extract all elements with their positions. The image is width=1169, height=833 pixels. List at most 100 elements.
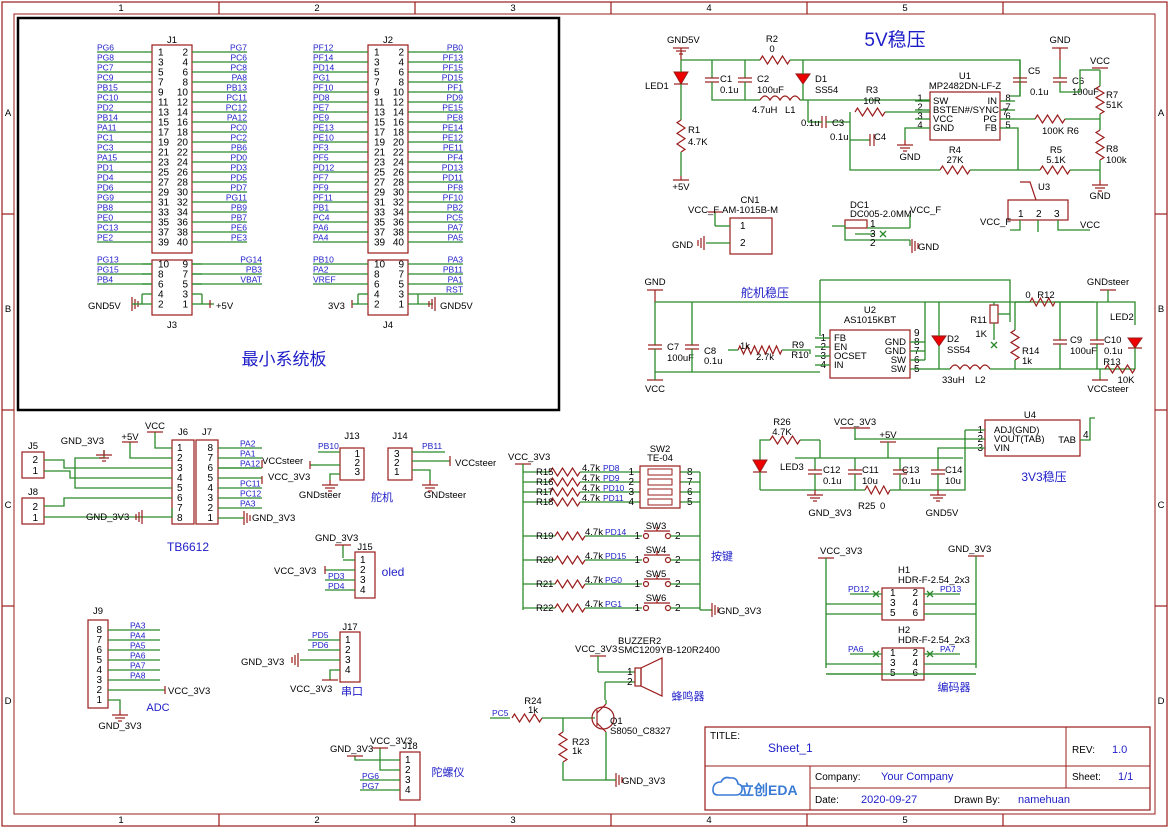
pin-number: 35: [374, 218, 386, 229]
resistor: [557, 731, 569, 763]
net-label: PA7: [940, 644, 956, 654]
net-label: PB3: [246, 265, 262, 275]
value: 100K R6: [1042, 126, 1079, 137]
pin-number: 15: [158, 118, 170, 129]
pin-number: 6: [207, 463, 213, 474]
header-body: [21, 451, 45, 479]
pin-number: 2: [628, 477, 634, 488]
wire: [1055, 301, 1136, 325]
wire: [879, 230, 887, 238]
dip-switch-slot: [647, 488, 673, 496]
resistor: [549, 476, 581, 488]
ground-label: GND: [1049, 35, 1070, 46]
header-body: [339, 447, 365, 481]
pin-number: 4: [182, 58, 188, 69]
pin-number: 8: [158, 270, 164, 281]
resistor: [1094, 85, 1106, 115]
pin-number: 6: [96, 645, 102, 656]
value: 4.7k: [582, 473, 600, 484]
power-3v3-title: 3V3稳压: [1021, 469, 1066, 484]
pin-number: 1: [394, 467, 400, 478]
pin-number: 40: [177, 238, 189, 249]
net-label: PG8: [97, 53, 114, 63]
net-label: PD11: [603, 493, 624, 503]
resistor: [554, 602, 586, 614]
switch-contact: [642, 556, 650, 564]
header-body: [354, 551, 376, 599]
serial-title: 串口: [341, 685, 363, 698]
net-label: PC12: [240, 489, 262, 499]
net-label: PD9: [446, 93, 463, 103]
net-label: PD10: [603, 483, 625, 493]
ground-label: GND5V: [88, 301, 121, 312]
pin-number: 4: [405, 785, 411, 796]
pin-number: 25: [374, 168, 386, 179]
pin-name: FB: [985, 123, 997, 134]
potentiometer-body: [989, 304, 999, 324]
designator: C14: [945, 465, 962, 476]
pin-number: 3: [890, 658, 896, 669]
net-label: PE13: [313, 123, 334, 133]
pin-number: 19: [158, 138, 170, 149]
designator: R4: [949, 145, 961, 156]
pin-number: 2: [740, 238, 746, 249]
wire: [379, 748, 400, 771]
designator: SW6: [646, 593, 667, 604]
logo-text: 立创EDA: [740, 782, 798, 798]
buzzer-block: BUZZER2SMC1209YB-120R2400VCC_3V312PC5R24…: [490, 636, 720, 787]
pin-number: 1: [740, 221, 746, 232]
ground-label: GND: [918, 242, 939, 253]
pin-number: 1: [158, 48, 164, 59]
designator: C1: [720, 74, 732, 85]
servo-power-title: 舵机稳压: [741, 285, 789, 300]
value: 51K: [1106, 100, 1124, 111]
resistor: [549, 466, 581, 478]
net-label: PF5: [313, 153, 329, 163]
wire: [937, 447, 965, 458]
pin-number: 8: [1005, 93, 1010, 104]
net-label: PF12: [313, 43, 334, 53]
designator: R14: [1022, 346, 1039, 357]
net-label: PF8: [447, 183, 463, 193]
header-body: [151, 259, 193, 316]
net-label: PE3: [231, 233, 247, 243]
net-label: PG1: [605, 599, 622, 609]
pin-number: 24: [393, 158, 405, 169]
designator: J1: [167, 35, 177, 46]
net-label: PB0: [447, 43, 463, 53]
value: SS54: [815, 85, 838, 96]
part-number: S8050_C8327: [610, 726, 671, 737]
dip-switch-slot: [647, 468, 673, 476]
pin-number: 36: [177, 218, 189, 229]
pin-name: EN: [834, 342, 847, 353]
pin-number: 3: [360, 575, 366, 586]
power-5v-title: 5V稳压: [864, 29, 925, 51]
pin-number: 3: [374, 58, 380, 69]
net-label: PD5: [230, 173, 247, 183]
pin-number: 4: [1083, 430, 1089, 441]
drawn-value: namehuan: [1018, 794, 1070, 806]
pin-number: 25: [158, 168, 170, 179]
power-label: VCCsteer: [455, 458, 496, 469]
part-number: HDR-F-2.54_2x3: [898, 575, 970, 586]
net-label: PE6: [231, 223, 247, 233]
wire: [1059, 69, 1100, 93]
pin-number: 2: [405, 765, 411, 776]
buzzer-body: [634, 667, 642, 687]
wire: [44, 459, 172, 469]
net-label: PG7: [230, 43, 247, 53]
power-label: 3V3: [328, 301, 345, 312]
pin-number: 2: [182, 48, 188, 59]
net-label: PA7: [448, 223, 464, 233]
ground-label: GND_3V3: [808, 508, 851, 519]
pin-number: 40: [393, 238, 405, 249]
pin-number: 1: [627, 667, 633, 678]
date-value: 2020-09-27: [861, 794, 917, 806]
net-label: PF4: [447, 153, 463, 163]
value: 100uF: [1070, 346, 1097, 357]
designator: SW4: [646, 545, 667, 556]
net-label: PC4: [313, 213, 330, 223]
net-label: PB8: [97, 203, 113, 213]
pin-name: IN: [988, 96, 998, 107]
resistor: [1034, 113, 1066, 125]
